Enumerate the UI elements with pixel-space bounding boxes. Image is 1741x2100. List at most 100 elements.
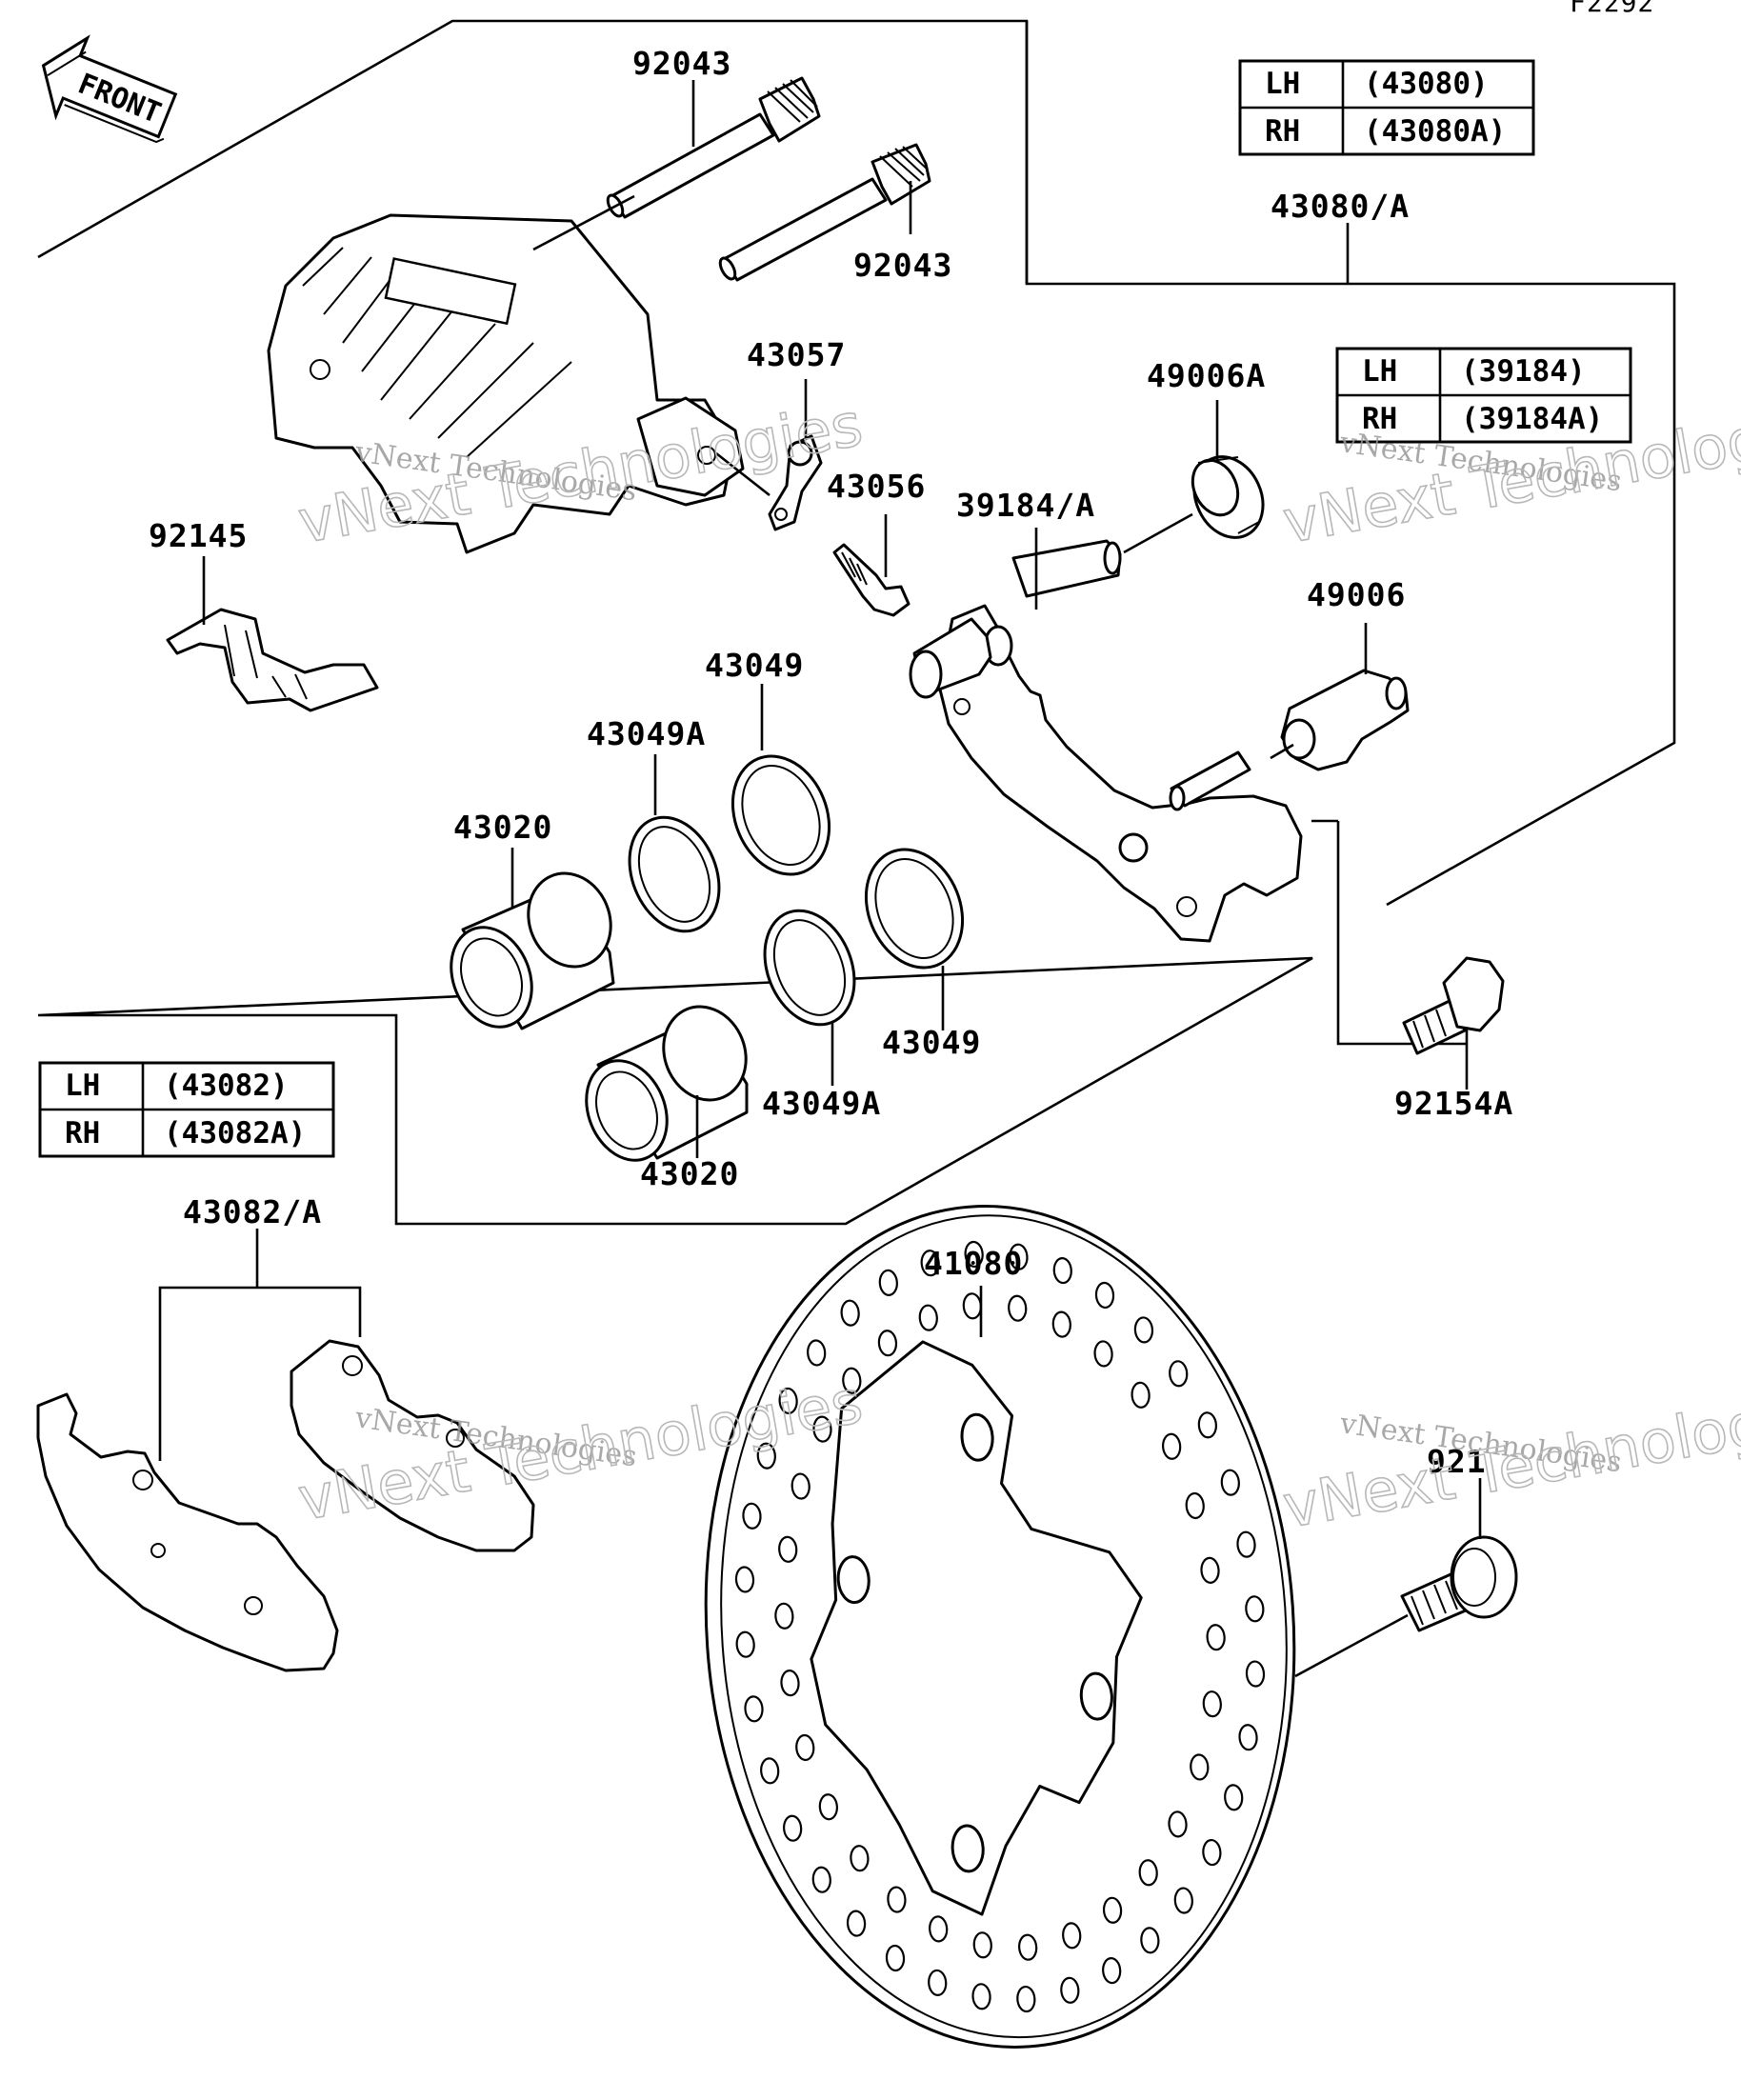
disc-hole (1220, 1469, 1240, 1496)
label-seal-a-upper: 43049A (587, 715, 706, 752)
disc-hole (780, 1670, 800, 1697)
disc-hole (1102, 1896, 1123, 1924)
disc-hole (918, 1304, 938, 1331)
piston-lower (585, 1005, 749, 1162)
caliper-body (267, 213, 745, 554)
label-boot: 49006 (1307, 576, 1406, 613)
disc-hole (887, 1886, 907, 1913)
disc-hole (1133, 1316, 1154, 1344)
table-pads-side-2: RH (65, 1116, 100, 1150)
table-bracket-side-1: LH (1362, 354, 1397, 389)
label-pad-set: 43082/A (183, 1193, 322, 1230)
bleeder-valve (832, 543, 911, 617)
table-bracket-part-1: (39184) (1461, 354, 1586, 389)
brake-pad-front (36, 1392, 339, 1672)
label-boot-a: 49006A (1147, 357, 1266, 394)
disc-hole (1173, 1887, 1193, 1914)
label-caliper-assy: 43080/A (1271, 188, 1410, 225)
disc-hole (812, 1415, 832, 1443)
brake-disc (704, 1205, 1296, 2049)
disc-hole (1140, 1927, 1160, 1954)
disc-hole (1168, 1810, 1188, 1838)
disc-hole (1094, 1281, 1115, 1310)
table-pads-part-1: (43082) (164, 1069, 289, 1103)
disc-hole (734, 1566, 755, 1593)
table-caliper-side-1: LH (1265, 67, 1300, 101)
disc-hole (1008, 1294, 1028, 1322)
label-seal-upper: 43049 (705, 647, 804, 684)
disc-hole (850, 1845, 870, 1872)
disc-hole (774, 1602, 794, 1630)
table-pads: LH (43082) RH (43082A) (38, 1061, 335, 1158)
caliper-bolt (1402, 956, 1505, 1055)
front-arrow-icon: FRONT (41, 34, 178, 144)
table-caliper-side-2: RH (1265, 114, 1300, 149)
disc-hole (1131, 1381, 1151, 1409)
seal-a-lower (763, 909, 856, 1027)
disc-hole (790, 1472, 810, 1500)
disc-hole (920, 1250, 940, 1277)
bleeder-cap (768, 434, 823, 531)
disc-hole (1200, 1556, 1220, 1584)
disc-hole (1197, 1411, 1217, 1439)
leader-boot-a-b (1123, 512, 1193, 554)
table-bracket-side-2: RH (1362, 402, 1397, 436)
leader-boot-b (1270, 743, 1294, 760)
disc-hole (778, 1535, 798, 1563)
figure-code: F2292 (1570, 0, 1654, 18)
disc-hole (1060, 1976, 1080, 2004)
disc-hole (1162, 1432, 1182, 1460)
disc-hole (756, 1442, 776, 1470)
disc-hole (818, 1793, 838, 1821)
disc-hole (778, 1387, 798, 1415)
label-pin-second: 92043 (853, 247, 952, 284)
disc-hole (1190, 1753, 1210, 1781)
table-caliper-part-1: (43080) (1364, 67, 1489, 101)
table-pads-part-2: (43082A) (164, 1116, 306, 1150)
disc-hole (846, 1910, 867, 1937)
label-caliper-bolt: 92154A (1394, 1085, 1513, 1122)
disc-hole (1052, 1257, 1072, 1285)
disc-hole (1245, 1595, 1265, 1623)
leader-disc-bolt-b (1294, 1613, 1409, 1678)
brake-pad-rear (290, 1339, 535, 1552)
table-bracket: LH (39184) RH (39184A) (1335, 347, 1632, 444)
disc-hole (1051, 1310, 1071, 1338)
disc-hole (811, 1866, 831, 1893)
label-piston-lower: 43020 (640, 1155, 739, 1192)
disc-hole (744, 1695, 764, 1723)
slide-pin-2 (718, 143, 931, 282)
label-seal-lower: 43049 (882, 1024, 981, 1061)
disc-bolt (1400, 1535, 1518, 1632)
seal-lower (864, 848, 965, 970)
disc-hole (972, 1931, 992, 1959)
slide-pin-1 (606, 76, 821, 219)
disc-hole (1018, 1933, 1038, 1961)
disc-hole (1206, 1624, 1226, 1651)
table-pads-side-1: LH (65, 1069, 100, 1103)
disc-hole (877, 1330, 898, 1357)
label-pin-top: 92043 (632, 45, 731, 82)
disc-hole (1245, 1660, 1266, 1688)
leader-pad-set (158, 1229, 362, 1461)
label-disc: 41080 (924, 1245, 1023, 1282)
disc-hole (1016, 1985, 1036, 2013)
label-bleeder-cap: 43057 (747, 336, 846, 373)
disc-hole (929, 1915, 949, 1943)
disc-hole (1185, 1491, 1205, 1520)
label-bleeder-valve: 43056 (827, 468, 926, 505)
disc-hole (760, 1757, 780, 1785)
disc-hole (1102, 1957, 1122, 1985)
piston-upper (450, 871, 615, 1030)
disc-hole (971, 1983, 991, 2010)
boot (1280, 669, 1410, 771)
disc-hole (962, 1292, 982, 1320)
label-piston-upper: 43020 (453, 809, 552, 846)
disc-hole (878, 1269, 898, 1296)
disc-hole (807, 1339, 827, 1367)
disc-hole (1224, 1784, 1244, 1811)
label-pad-spring: 92145 (149, 517, 248, 554)
disc-hole (1236, 1530, 1256, 1558)
disc-hole (1093, 1340, 1113, 1368)
